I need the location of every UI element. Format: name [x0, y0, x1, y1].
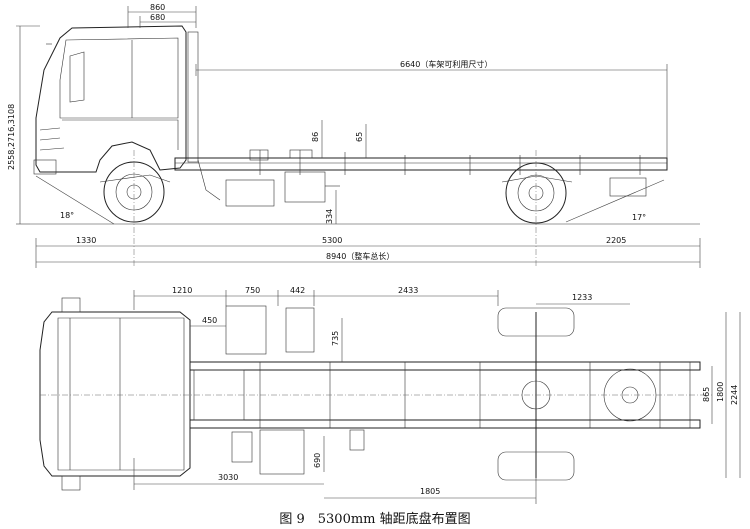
- front-wheel: [99, 161, 171, 223]
- dim-1233: 1233: [536, 293, 630, 305]
- dim-bottom-row: 1330 5300 2205 8940（整车总长）: [35, 236, 701, 268]
- dim-8940-label: 8940（整车总长）: [326, 251, 394, 261]
- dim-heights: 2558,2716,3108: [7, 25, 40, 225]
- right-width-dims: 865 1800 2244: [702, 312, 741, 478]
- dim-3030-label: 3030: [218, 473, 238, 482]
- dim-1233-label: 1233: [572, 293, 592, 302]
- dim-2244-label: 2244: [730, 385, 739, 405]
- dim-1800-label: 1800: [716, 382, 725, 402]
- side-view: 18° 17° 860 680 6640（车架可利用尺寸） 86: [7, 3, 701, 268]
- cab-top: [39, 297, 191, 491]
- rear-axle-top: [497, 307, 657, 481]
- cab-side: [33, 25, 199, 175]
- dim-865-label: 865: [702, 387, 711, 402]
- front-approach-angle: 18°: [60, 211, 74, 220]
- top-view: 1210 750 442 2433 1233 450 735 865 1800 …: [39, 286, 741, 504]
- dim-1330-label: 1330: [76, 236, 96, 245]
- dim-860: 860: [127, 3, 197, 28]
- dim-5300-label: 5300: [322, 236, 342, 245]
- rear-wheel: [501, 162, 573, 224]
- dim-680: 680: [139, 13, 196, 28]
- dim-1210-label: 1210: [172, 286, 192, 295]
- dim-6640: 6640（车架可利用尺寸）: [195, 59, 668, 158]
- dim-750-label: 750: [245, 286, 260, 295]
- dim-450: 450: [190, 316, 226, 327]
- frame-side: [174, 150, 668, 197]
- dim-735-label: 735: [331, 331, 340, 346]
- dim-2433-label: 2433: [398, 286, 418, 295]
- dim-heights-label: 2558,2716,3108: [7, 104, 16, 170]
- dim-6640-label: 6640（车架可利用尺寸）: [400, 59, 492, 69]
- dim-65: 65: [355, 124, 367, 158]
- dim-690-label: 690: [313, 453, 322, 468]
- components-side: [197, 149, 340, 207]
- top-dims-row: 1210 750 442 2433: [133, 286, 499, 310]
- dim-334-label: 334: [325, 209, 334, 224]
- dim-1805-label: 1805: [420, 487, 440, 496]
- dim-860-label: 860: [150, 3, 165, 12]
- dim-680-label: 680: [150, 13, 165, 22]
- dim-334: 334: [325, 190, 337, 224]
- dim-735: 735: [331, 318, 343, 362]
- frame-top: [189, 361, 701, 429]
- dim-86-label: 86: [311, 132, 320, 142]
- dim-86: 86: [311, 120, 323, 158]
- dim-442-label: 442: [290, 286, 305, 295]
- bottom-dims-top-view: 3030 690 1805: [133, 436, 537, 504]
- dim-450-label: 450: [202, 316, 217, 325]
- dim-65-label: 65: [355, 132, 364, 142]
- rear-departure-angle: 17°: [632, 213, 646, 222]
- figure-caption: 图 9 5300mm 轴距底盘布置图: [279, 512, 471, 527]
- dim-2205-label: 2205: [606, 236, 626, 245]
